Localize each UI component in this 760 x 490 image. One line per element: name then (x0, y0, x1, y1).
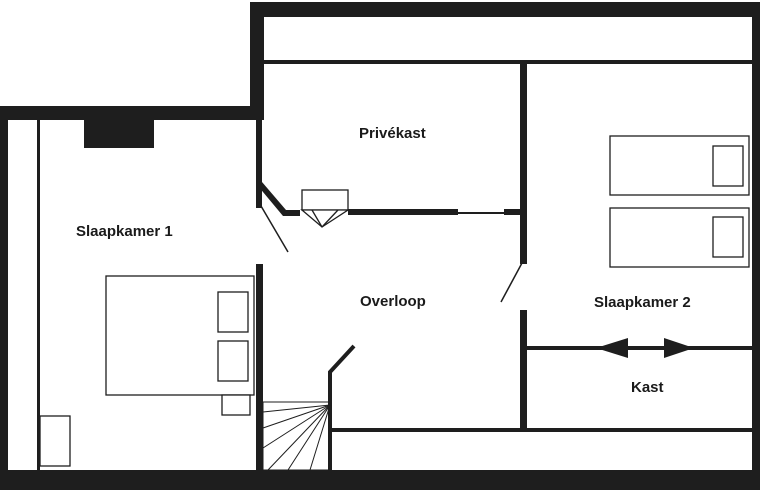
wall-bedroom1-upper (256, 120, 262, 208)
stair-step-3 (262, 404, 331, 449)
fixture-funnel-line-right (321, 209, 339, 228)
room-label-private-closet: Privékast (359, 125, 426, 142)
cabinet (39, 415, 71, 467)
pillow-icon (217, 291, 249, 333)
fixture-funnel (300, 209, 351, 228)
wall-bedroom1-lower (256, 264, 263, 470)
pillow-icon (217, 340, 249, 382)
wall-left-top (0, 106, 264, 120)
room-label-landing: Overloop (360, 293, 426, 310)
wall-upper-left-step (250, 2, 264, 120)
chimney (84, 120, 154, 148)
wall-top (250, 2, 760, 17)
fixture-box (301, 189, 349, 211)
doors (260, 205, 523, 303)
staircase (262, 344, 356, 471)
stair-step-1 (262, 404, 331, 413)
double-arrow-icon (596, 338, 694, 358)
single-beds (609, 135, 750, 268)
stair-step-4 (267, 404, 331, 471)
fixture (300, 189, 351, 228)
knee-wall-line (37, 120, 40, 470)
stair-railing (328, 344, 356, 470)
stair-step-2 (262, 404, 331, 429)
private-closet-opening-line (458, 212, 504, 214)
room-label-bedroom1: Slaapkamer 1 (76, 223, 173, 240)
door-bedroom2 (500, 262, 523, 303)
wall-private-closet-bottom (348, 209, 458, 215)
stair-step-5 (287, 404, 331, 471)
pillow-icon (712, 145, 744, 187)
stair-step-6 (309, 404, 331, 471)
wall-bottom (0, 470, 760, 490)
pillow-icon (712, 216, 744, 258)
wall-diagonal-corner (258, 182, 300, 216)
wall-bedroom2-upper (520, 64, 527, 264)
room-label-bedroom2: Slaapkamer 2 (594, 294, 691, 311)
double-bed (105, 275, 255, 416)
room-label-closet: Kast (631, 379, 664, 396)
wall-private-closet-stub (504, 209, 522, 215)
wall-left (0, 106, 8, 490)
fixture-funnel-line-left (311, 209, 323, 228)
wall-bedroom2-lower (520, 310, 527, 431)
attic-strip-line (264, 60, 752, 64)
wall-right (752, 2, 760, 490)
nightstand (221, 394, 251, 416)
wall-bottom-inner (330, 428, 752, 432)
door-bedroom1 (260, 205, 289, 253)
